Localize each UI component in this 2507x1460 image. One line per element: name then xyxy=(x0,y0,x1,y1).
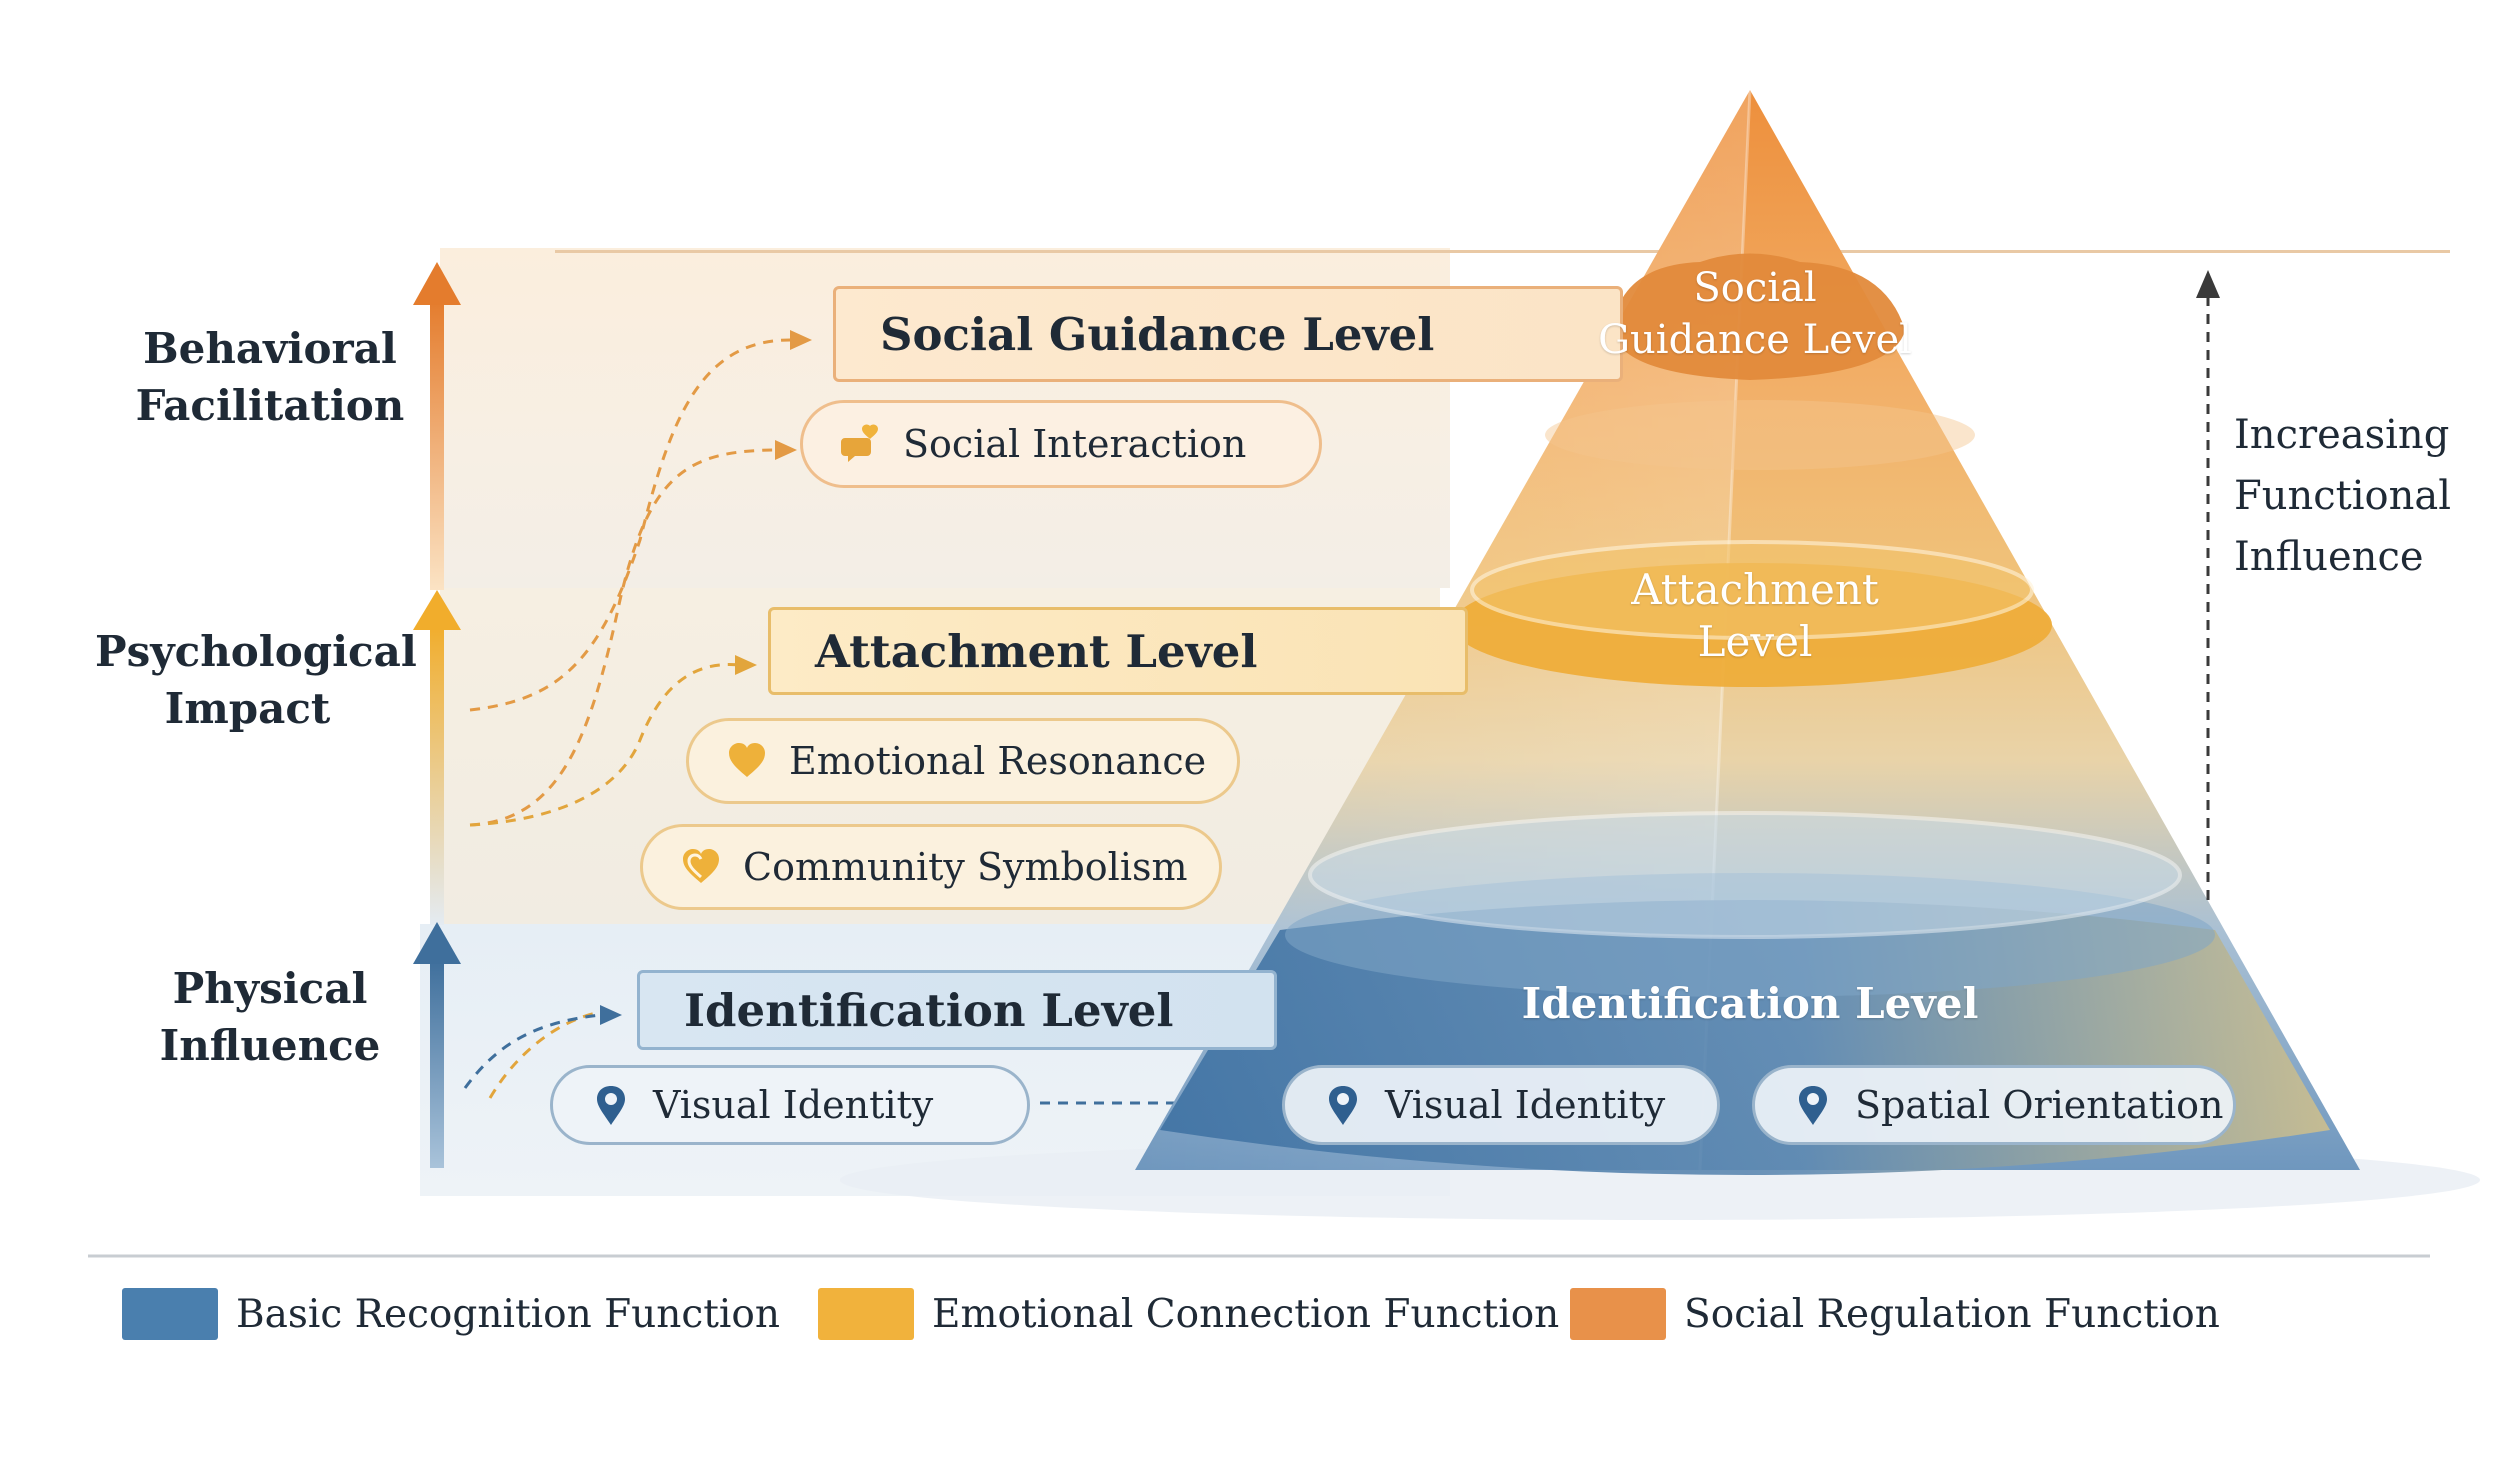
community-symbolism-pill: Community Symbolism xyxy=(640,824,1222,910)
map-pin-icon xyxy=(597,1086,625,1125)
arrowhead-identification xyxy=(600,1005,622,1025)
pyramid-identification-label: Identification Level xyxy=(1521,979,1979,1028)
psychological-impact-label: Psychological Impact xyxy=(95,627,417,733)
legend-basic-recognition: Basic Recognition Function xyxy=(122,1288,780,1340)
arrowhead-attachment xyxy=(735,655,757,675)
heart-chat-icon xyxy=(841,424,878,462)
increasing-influence-label: Increasing Functional Influence xyxy=(2234,412,2452,580)
spatial-orientation-pill: Spatial Orientation xyxy=(1752,1065,2236,1145)
arrowhead-social-interaction xyxy=(775,440,797,460)
identification-level-text: Identification Level xyxy=(684,983,1174,1037)
legend-swatch-yellow xyxy=(818,1288,914,1340)
visual-identity-pill-right: Visual Identity xyxy=(1282,1065,1720,1145)
pyramid-attachment-label: Attachment Level xyxy=(1631,565,1879,666)
behavioral-facilitation-label: Behavioral Facilitation xyxy=(135,324,405,430)
arrowhead-social-guidance xyxy=(790,330,812,350)
heart-icon xyxy=(729,743,765,777)
top-divider-line xyxy=(555,250,2450,253)
behavioral-arrow xyxy=(413,262,461,590)
identification-level-bar: Identification Level xyxy=(637,970,1277,1050)
map-pin-icon xyxy=(1799,1086,1827,1125)
psychological-arrow xyxy=(413,590,461,925)
legend-social-regulation: Social Regulation Function xyxy=(1570,1288,2220,1340)
social-interaction-pill: Social Interaction xyxy=(800,400,1322,488)
legend-swatch-orange xyxy=(1570,1288,1666,1340)
emotional-resonance-pill: Emotional Resonance xyxy=(686,718,1240,804)
physical-arrow xyxy=(413,922,461,1168)
attachment-level-bar: Attachment Level xyxy=(768,607,1468,695)
map-pin-icon xyxy=(1329,1086,1357,1125)
legend-swatch-blue xyxy=(122,1288,218,1340)
legend-emotional-connection: Emotional Connection Function xyxy=(818,1288,1559,1340)
social-guidance-level-text: Social Guidance Level xyxy=(880,307,1435,361)
visual-identity-pill-left: Visual Identity xyxy=(550,1065,1030,1145)
social-guidance-level-bar: Social Guidance Level xyxy=(833,286,1623,382)
increasing-influence-arrow xyxy=(2196,270,2220,900)
physical-influence-label: Physical Influence xyxy=(159,964,381,1070)
pyramid-social-guidance-label: Social Guidance Level xyxy=(1598,265,1912,363)
attachment-level-text: Attachment Level xyxy=(815,624,1258,678)
connector-curves xyxy=(463,338,1260,1105)
heart-icon xyxy=(683,849,719,883)
